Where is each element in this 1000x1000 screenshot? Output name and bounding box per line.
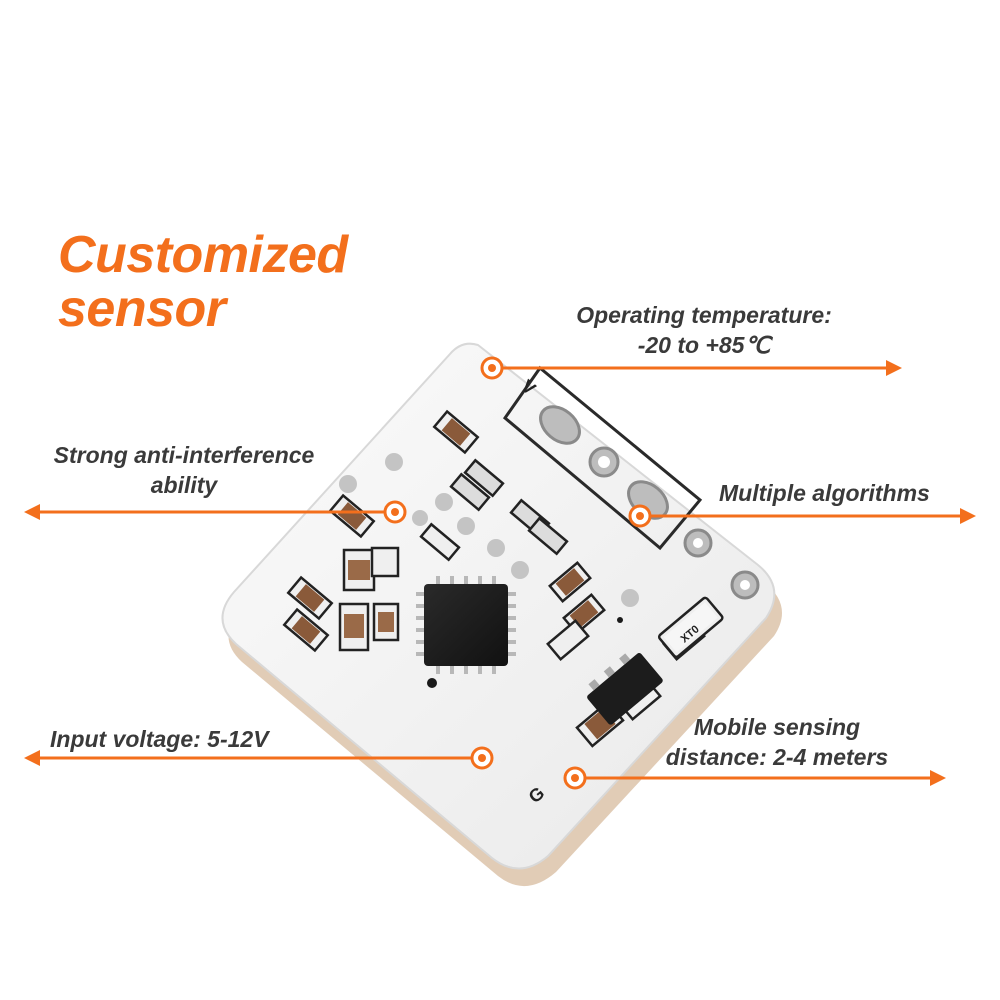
regulator-chip	[587, 653, 663, 725]
callout-temperature-line-2: -20 to +85℃	[637, 332, 771, 358]
main-ic-chip	[416, 576, 516, 674]
vias	[427, 617, 623, 688]
title-line-2: sensor	[58, 280, 226, 338]
callout-distance-line-1: Mobile sensing	[693, 714, 861, 740]
callout-temperature: Operating temperature: -20 to +85℃	[554, 300, 854, 360]
connector-outline	[502, 365, 703, 551]
callout-distance-line-2: distance: 2-4 meters	[665, 744, 889, 770]
callout-interference-line-1: Strong anti-interference	[53, 442, 315, 468]
callout-arrows	[34, 366, 965, 780]
page-title: Customized sensor	[58, 228, 348, 336]
callout-interference: Strong anti-interference ability	[32, 440, 336, 500]
title-line-1: Customized	[58, 226, 348, 284]
callout-interference-line-2: ability	[150, 472, 218, 498]
callout-temperature-line-1: Operating temperature:	[576, 302, 832, 328]
callout-algorithms-line-1: Multiple algorithms	[719, 480, 930, 506]
callout-algorithms: Multiple algorithms	[719, 478, 930, 508]
crystal-component	[657, 596, 724, 659]
callout-distance: Mobile sensing distance: 2-4 meters	[646, 712, 908, 772]
callout-voltage: Input voltage: 5-12V	[50, 724, 269, 754]
arrow-heads	[24, 360, 976, 786]
callout-voltage-line-1: Input voltage: 5-12V	[50, 726, 269, 752]
test-pads	[339, 453, 639, 607]
